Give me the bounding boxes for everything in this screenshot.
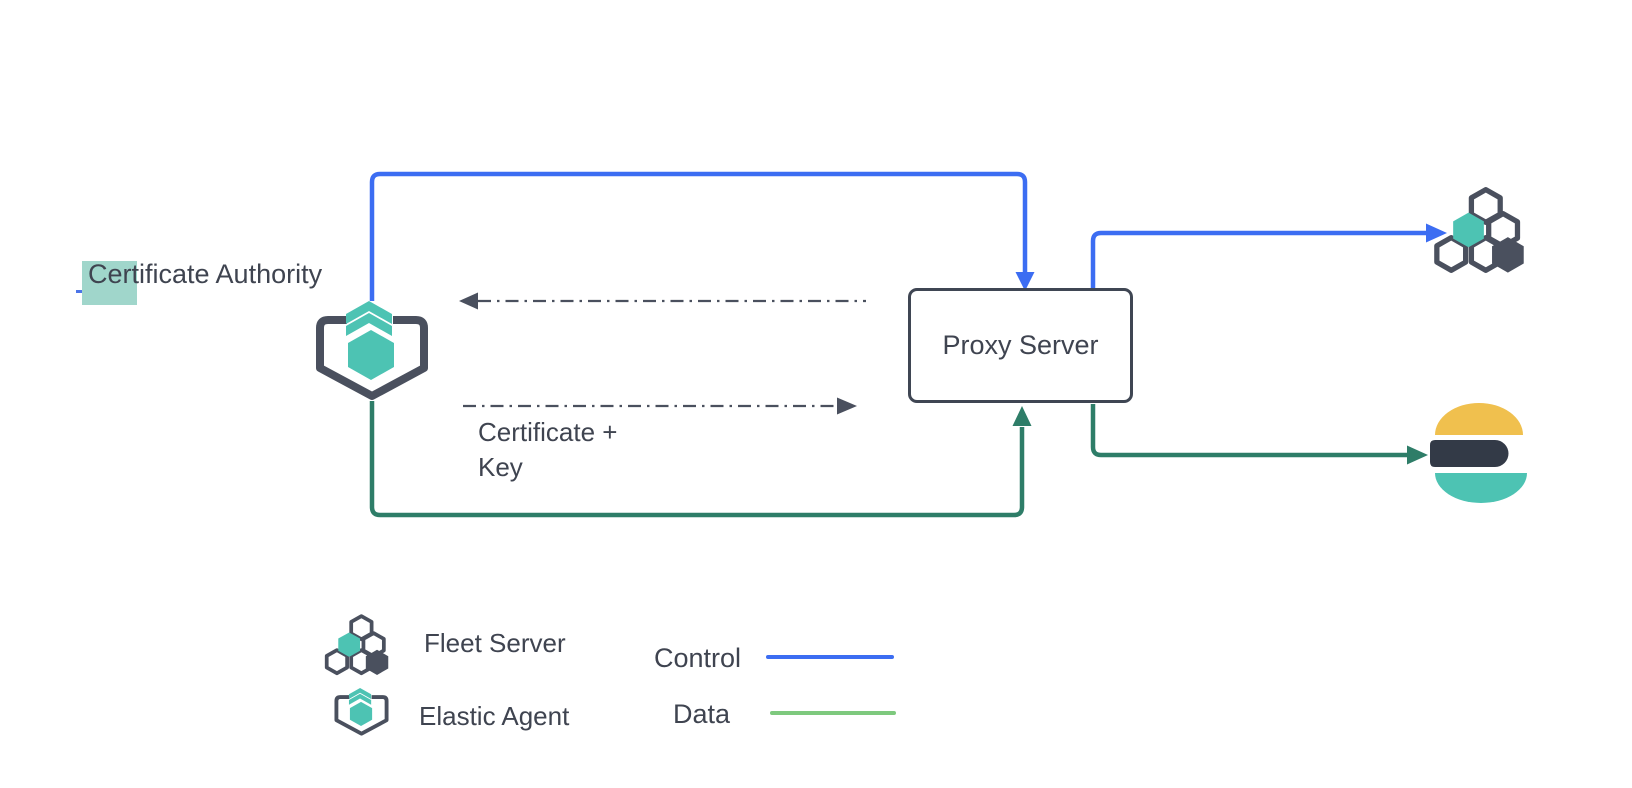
- arrowhead-right-icon: [837, 397, 857, 415]
- control-line-proxy-to-fleet: [1090, 223, 1447, 288]
- arrowhead-right-icon: [1426, 223, 1447, 243]
- dashed-arrow-proxy-to-agent: [459, 292, 866, 310]
- elastic-agent-icon: [315, 299, 429, 403]
- certificate-key-label: Certificate + Key: [478, 415, 617, 485]
- legend-elastic-agent-icon: [334, 687, 389, 737]
- data-line-agent-to-proxy: [369, 401, 1032, 518]
- legend-elastic-agent-label: Elastic Agent: [419, 701, 570, 731]
- selected-character-highlight: [82, 261, 137, 305]
- legend-control-label: Control: [654, 643, 742, 673]
- fleet-server-icon: [1433, 181, 1529, 277]
- proxy-server-box: Proxy Server: [908, 288, 1133, 403]
- arrowhead-down-icon: [1015, 272, 1035, 291]
- certificate-key-line1: Certificate +: [478, 417, 618, 447]
- proxy-server-label: Proxy Server: [942, 330, 1099, 360]
- arrowhead-right-icon: [1407, 445, 1428, 465]
- legend-data-label: Data: [673, 699, 731, 729]
- legend-fleet-server-label: Fleet Server: [424, 628, 566, 658]
- certificate-authority-label: Certificate Authority: [88, 257, 322, 291]
- certificate-authority-rest: ertificate Authority: [107, 259, 323, 289]
- control-line-agent-to-proxy: [369, 171, 1035, 301]
- legend-data-line-swatch: [770, 711, 896, 715]
- certificate-key-line2: Key: [478, 452, 523, 482]
- legend-fleet-server-icon: [324, 610, 392, 678]
- legend-control-line-swatch: [766, 655, 894, 659]
- arrowhead-up-icon: [1012, 406, 1032, 426]
- arrowhead-left-icon: [459, 292, 478, 310]
- certificate-authority-first-letter: C: [88, 259, 108, 289]
- dashed-arrow-agent-to-proxy: [463, 397, 857, 415]
- data-line-proxy-to-elasticsearch: [1090, 404, 1428, 465]
- elasticsearch-icon: [1428, 400, 1528, 504]
